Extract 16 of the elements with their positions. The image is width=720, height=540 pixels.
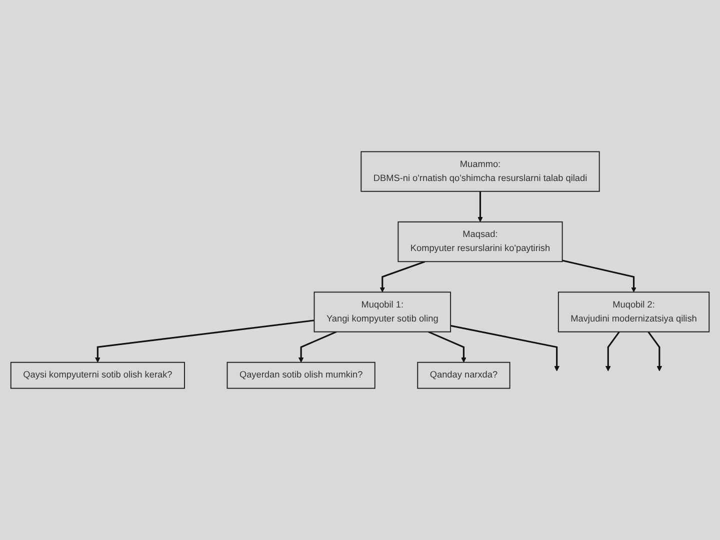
arrow: [648, 331, 662, 372]
arrow: [380, 260, 426, 292]
arrow: [298, 331, 337, 363]
node-box: Muammo: DBMS-ni o'rnatish qo'shimcha resurslarni talab qiladi: [360, 151, 600, 192]
node-box: Muqobil 2: Mavjudini modernizatsiya qilish: [558, 292, 710, 332]
node-box: Qanday narxda?: [417, 362, 510, 389]
node-box: Muqobil 1: Yangi kompyuter sotib oling: [314, 292, 452, 332]
node-box: Maqsad: Kompyuter resurslarini ko'paytirish: [398, 221, 563, 262]
arrow: [605, 331, 620, 372]
node-box: Qayerdan sotib olish mumkin?: [226, 362, 376, 389]
arrow: [428, 331, 466, 363]
node-box: Qaysi kompyuterni sotib olish kerak?: [10, 362, 185, 389]
arrow: [450, 324, 560, 372]
arrow: [562, 260, 636, 292]
arrow: [95, 320, 314, 363]
arrow: [478, 191, 483, 222]
